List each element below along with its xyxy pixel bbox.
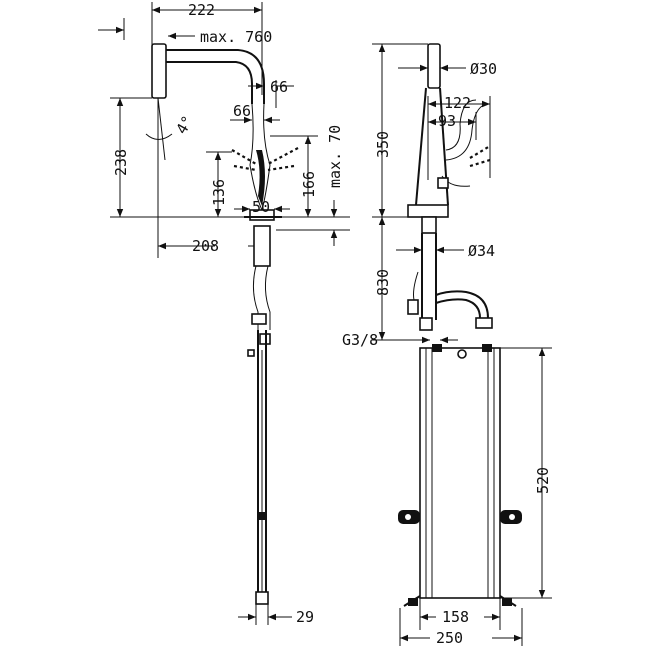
dimension-dia30: Ø30 — [398, 60, 497, 78]
under-sink-box — [398, 344, 522, 607]
dim-93-label: 93 — [438, 112, 456, 130]
dimension-158: 158 — [419, 598, 501, 630]
spray-pattern — [231, 147, 299, 172]
dimension-66-top: 66 — [248, 78, 294, 108]
under-deck-hoses — [247, 225, 271, 605]
dimension-max760: max. 760 — [98, 18, 272, 46]
dimension-max70: max. 70 — [276, 125, 350, 246]
dimension-520: 520 — [500, 347, 552, 599]
dimension-350: 350 — [372, 43, 428, 218]
dim-50-label: 50 — [252, 198, 270, 216]
dimension-g38: G3/8 — [342, 331, 458, 349]
dimension-208: 208 — [158, 237, 262, 255]
dim-222-label: 222 — [188, 1, 215, 19]
dim-dia30-label: Ø30 — [470, 60, 497, 78]
dim-g38-label: G3/8 — [342, 331, 378, 349]
dimension-93: 93 — [428, 112, 477, 140]
dim-350-label: 350 — [374, 131, 392, 158]
dim-122-label: 122 — [444, 94, 471, 112]
dimension-50: 50 — [234, 198, 290, 221]
dim-136-label: 136 — [210, 179, 228, 206]
front-view: Ø30 122 93 350 Ø34 — [342, 43, 552, 647]
dim-238-label: 238 — [112, 149, 130, 176]
dimension-dia34: Ø34 — [396, 242, 495, 260]
front-spray — [469, 145, 491, 168]
dimension-136: 136 — [206, 151, 232, 217]
dim-4deg-label: 4° — [172, 113, 197, 138]
dimension-166: 166 — [270, 135, 318, 217]
dim-max760-label: max. 760 — [200, 28, 272, 46]
dim-158-label: 158 — [442, 608, 469, 626]
dim-250-label: 250 — [436, 629, 463, 647]
dim-66-top-label: 66 — [270, 78, 288, 96]
dim-520-label: 520 — [534, 467, 552, 494]
dimension-238: 238 — [110, 97, 350, 218]
dim-dia34-label: Ø34 — [468, 242, 495, 260]
dim-29-label: 29 — [296, 608, 314, 626]
angle-4deg: 4° — [145, 97, 197, 258]
front-hoses — [407, 233, 493, 331]
dimension-222: 222 — [151, 1, 263, 95]
dimension-122: 122 — [427, 94, 491, 180]
dim-830-label: 830 — [374, 269, 392, 296]
side-view: 222 max. 760 66 66 — [98, 1, 350, 626]
dim-max70-label: max. 70 — [326, 125, 344, 188]
dimension-250: 250 — [399, 608, 523, 647]
dimension-29: 29 — [238, 604, 314, 626]
dimension-66-mid: 66 — [230, 102, 280, 124]
dim-208-label: 208 — [192, 237, 219, 255]
dimension-830: 830 — [372, 217, 420, 341]
dim-66-mid-label: 66 — [233, 102, 251, 120]
dim-166-label: 166 — [300, 171, 318, 198]
